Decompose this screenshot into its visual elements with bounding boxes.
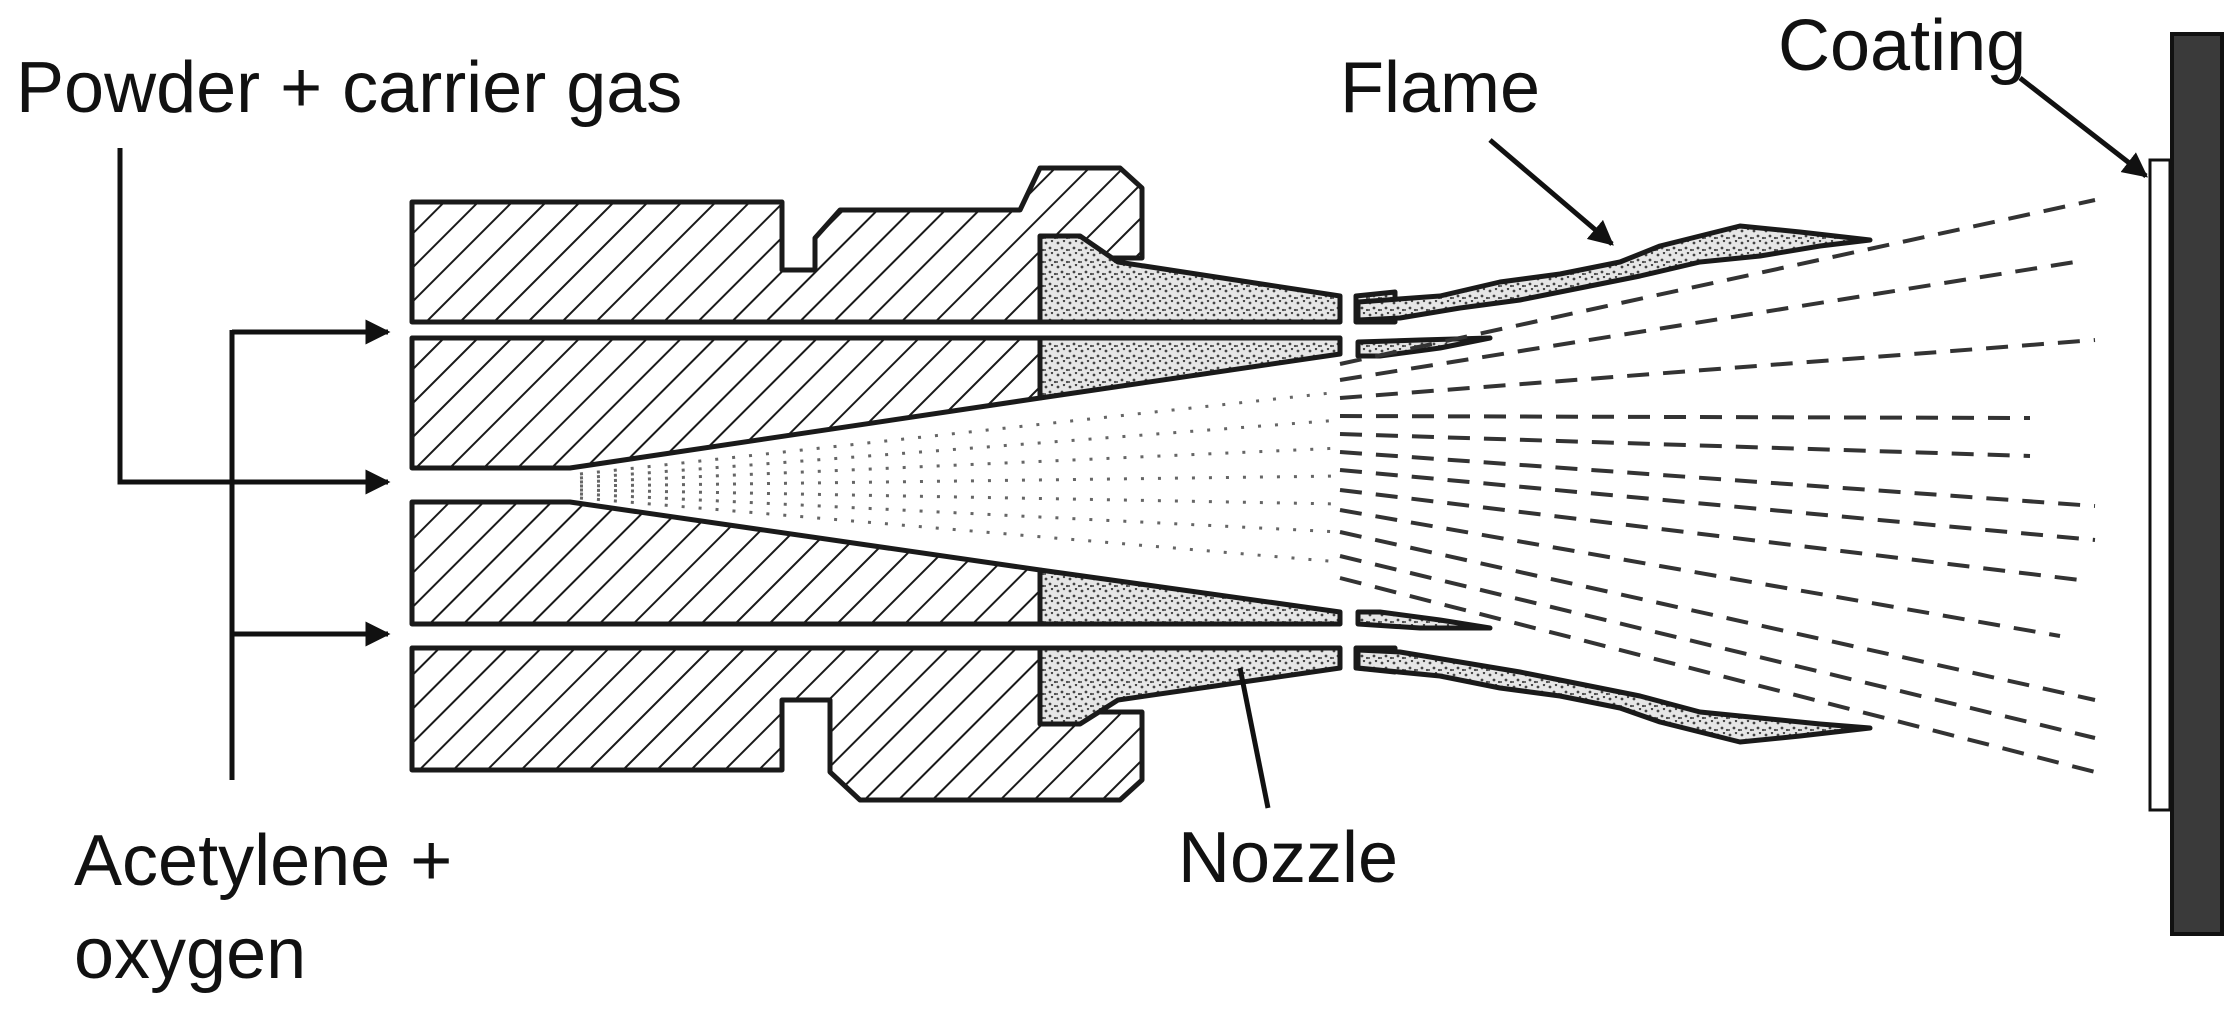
label-flame: Flame	[1340, 48, 1540, 128]
label-nozzle: Nozzle	[1178, 818, 1398, 898]
lower-outer-body	[409, 645, 1145, 803]
gun-body	[409, 165, 1145, 803]
flame-lower	[1355, 647, 1873, 745]
upper-inner-body	[409, 335, 1043, 471]
coating-layer	[2148, 158, 2172, 812]
lower-inner-body	[409, 499, 1043, 627]
nozzle	[1037, 233, 1398, 727]
flame-lower-inner	[1355, 609, 1493, 631]
flame	[1355, 223, 1873, 745]
spray-outer-dashes	[1339, 198, 2096, 774]
label-acetylene-line1: Acetylene +	[74, 821, 452, 901]
label-powder-carrier-gas: Powder + carrier gas	[16, 48, 682, 128]
upper-outer-body	[409, 165, 1145, 325]
annotation-lines	[117, 76, 2148, 809]
nozzle-upper-inner	[1037, 335, 1343, 401]
substrate-plate	[2170, 32, 2224, 936]
label-coating: Coating	[1778, 6, 2026, 86]
nozzle-lower-inner	[1037, 567, 1343, 627]
powder-spray	[579, 198, 2096, 774]
powder-feed-arrow	[117, 148, 391, 495]
coating-pointer	[2018, 76, 2148, 178]
flame-upper	[1355, 223, 1873, 323]
flame-pointer	[1488, 138, 1614, 246]
nozzle-upper-outer	[1037, 233, 1343, 325]
nozzle-pointer	[1237, 667, 1271, 809]
label-acetylene-line2: oxygen	[74, 914, 306, 994]
nozzle-lower-outer	[1037, 645, 1343, 727]
